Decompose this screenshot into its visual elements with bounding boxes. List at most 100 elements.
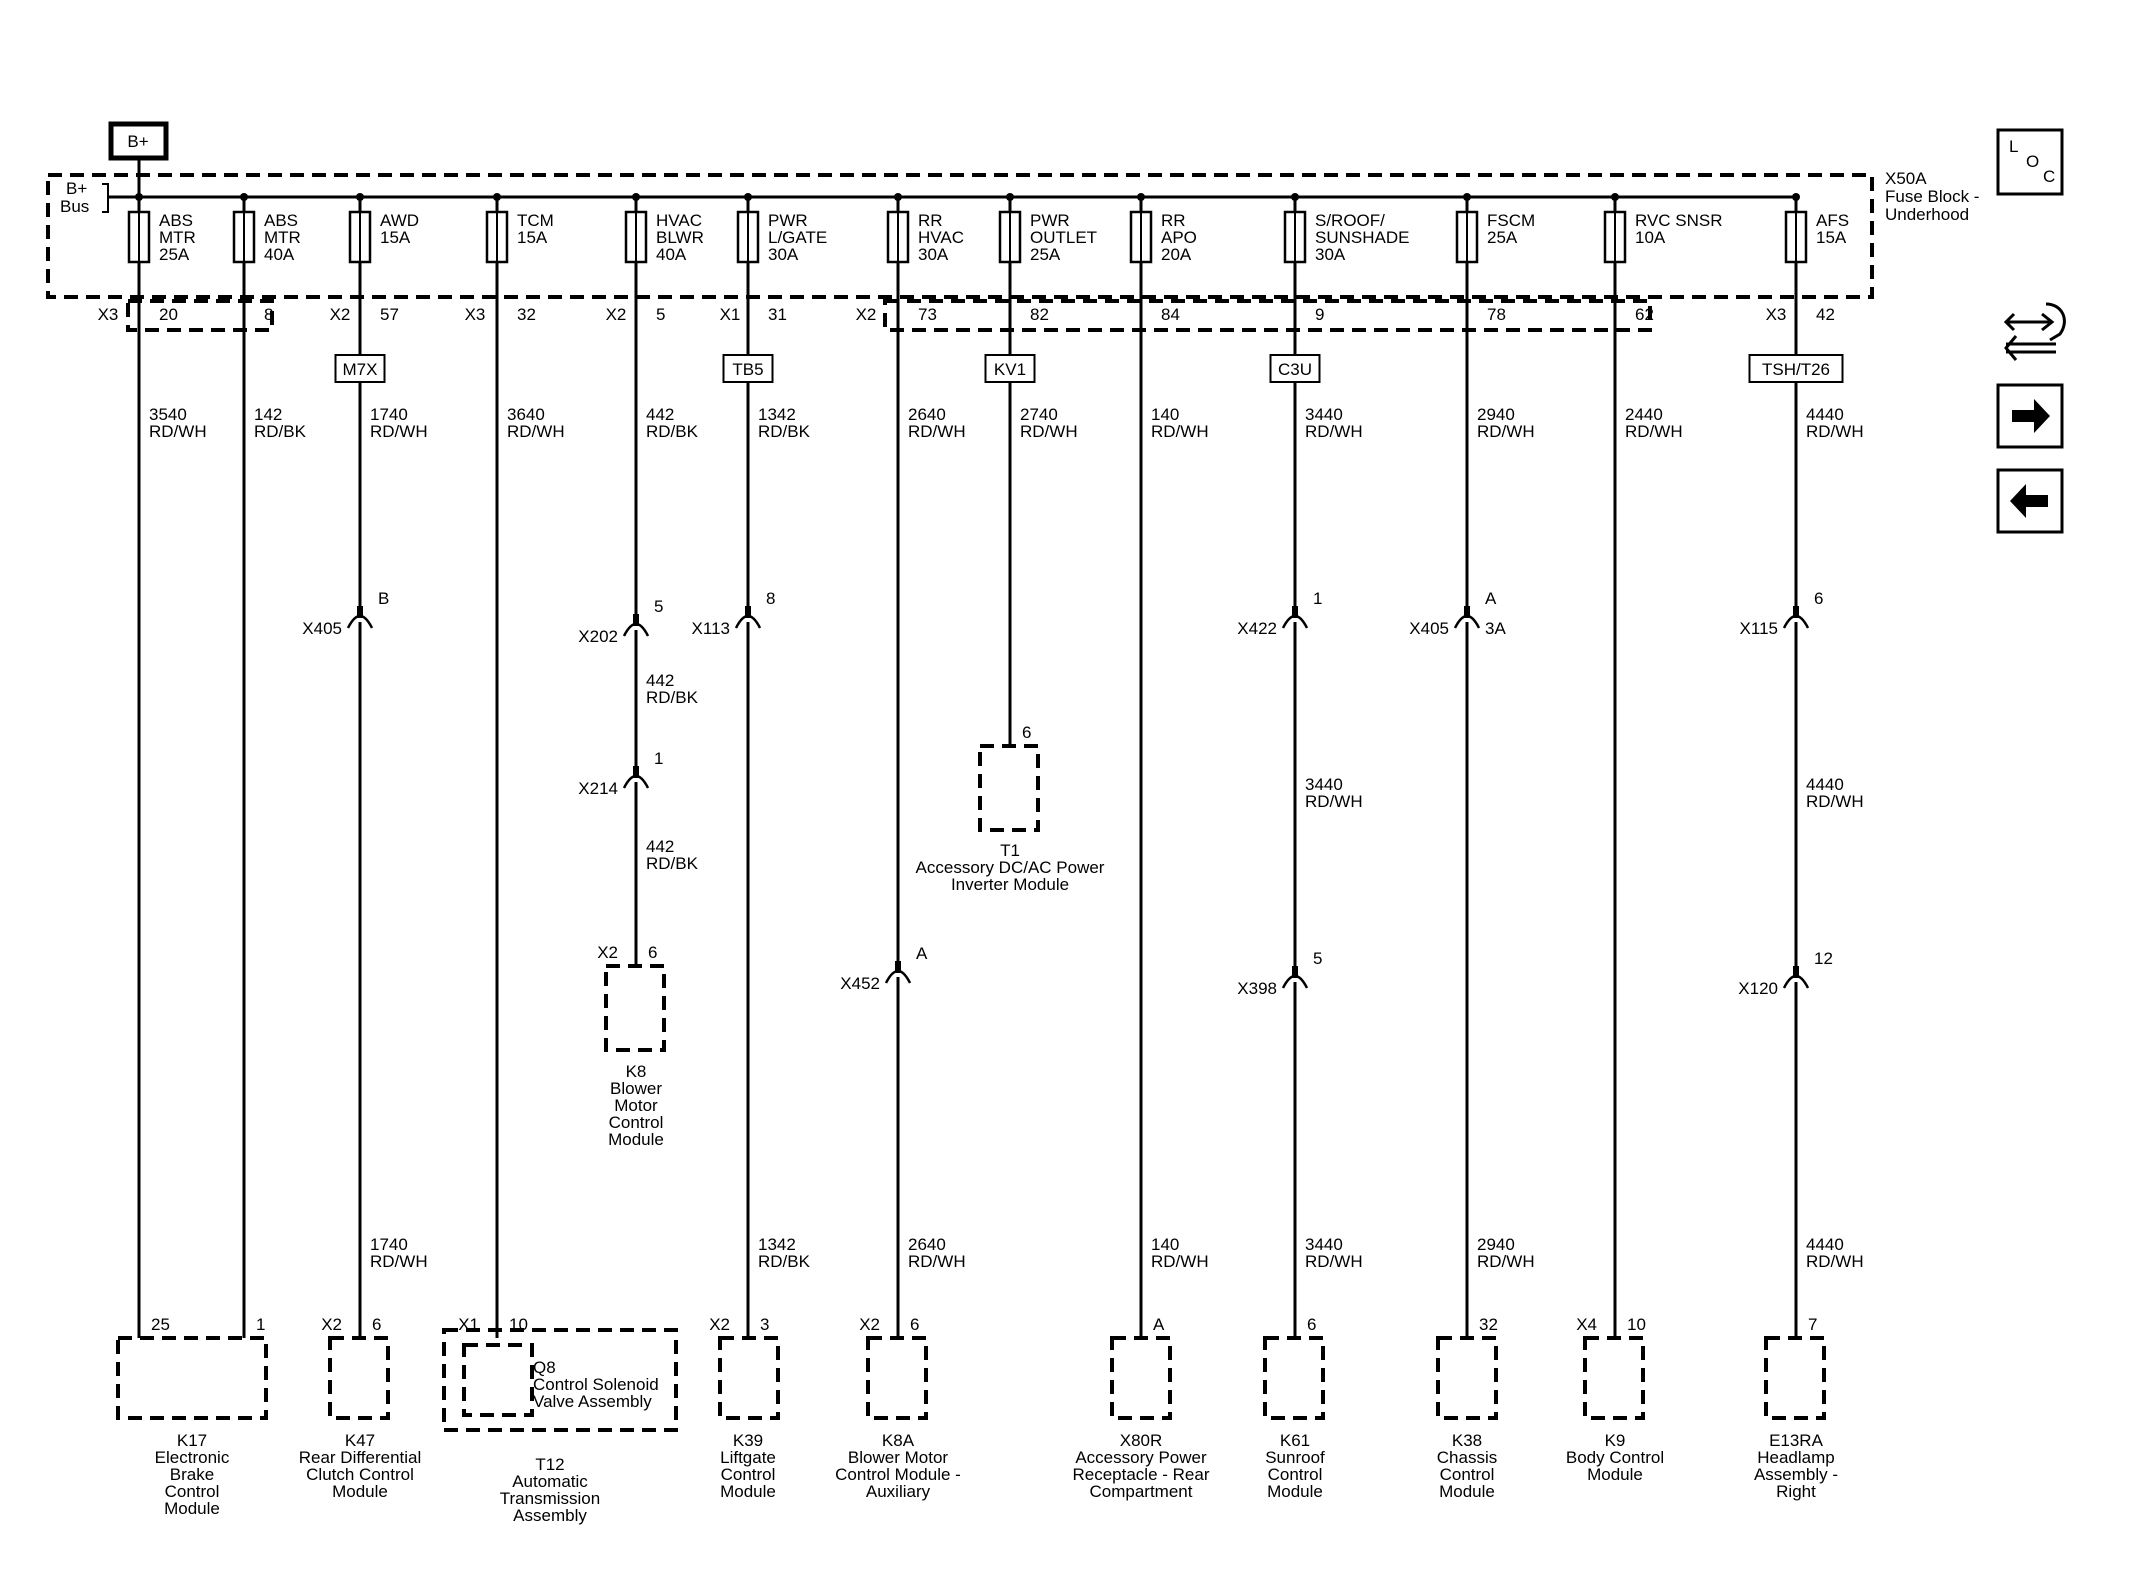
wire-label: RD/BK (254, 422, 307, 441)
bus-label-line1: B+ (66, 179, 87, 198)
fuse-label: ABS (159, 211, 193, 230)
wire-label: RD/BK (758, 422, 811, 441)
header-x3-frame (126, 299, 274, 332)
module-name: Headlamp (1757, 1448, 1835, 1467)
module-e13ra-box (1764, 1336, 1826, 1420)
header-pin: 82 (1030, 305, 1049, 324)
inline-connector-id: X398 (1237, 979, 1277, 998)
header-pin: 5 (656, 305, 665, 324)
header-pin: 78 (1487, 305, 1506, 324)
module-pin: A (1153, 1315, 1165, 1334)
module-k9-box (1583, 1336, 1645, 1420)
loc-button[interactable]: L O C (1996, 128, 2064, 196)
circuit: PWRL/GATE30A31TB5X11381342RD/BK1342RD/BK… (692, 193, 827, 1338)
wire-label: 4440 (1806, 775, 1844, 794)
module-connector-id: X2 (597, 943, 618, 962)
splice-tag-box (1269, 354, 1321, 383)
splice-tag: KV1 (994, 360, 1026, 379)
fuse-label: 30A (918, 245, 949, 264)
wire-label: 2640 (908, 1235, 946, 1254)
wire-label: RD/WH (1305, 792, 1363, 811)
wire-label: 442 (646, 405, 674, 424)
inline-connector-pin: B (378, 589, 389, 608)
fuse-label: FSCM (1487, 211, 1535, 230)
inline-connector-pin: 5 (654, 597, 663, 616)
fuse-label: 10A (1635, 228, 1666, 247)
inline-connector-pin: 3A (1485, 619, 1506, 638)
arrow-left-icon (2010, 484, 2048, 518)
module-name: Chassis (1437, 1448, 1497, 1467)
wire-label: RD/WH (908, 422, 966, 441)
wire-label: 1342 (758, 1235, 796, 1254)
bus-label-line2: Bus (60, 197, 89, 216)
module-name: Receptacle - Rear (1072, 1465, 1209, 1484)
circuit: AFS15A42TSH/T26X1156X120124440RD/WH4440R… (1738, 193, 1864, 1338)
fuse-block-name-line2: Underhood (1885, 205, 1969, 224)
fuse-label: RR (918, 211, 943, 230)
inline-connector-id: X214 (578, 779, 618, 798)
module-name: Control (721, 1465, 776, 1484)
wire-label: 2740 (1020, 405, 1058, 424)
back-button[interactable] (1996, 468, 2064, 534)
wire-label: 4440 (1806, 405, 1844, 424)
wire-label: 2440 (1625, 405, 1663, 424)
module-k61-box (1263, 1336, 1325, 1420)
module-name: E13RA (1769, 1431, 1824, 1450)
module-name: X80R (1120, 1431, 1163, 1450)
module-name: Module (332, 1482, 388, 1501)
wire-label: 140 (1151, 1235, 1179, 1254)
module-name: Control (609, 1113, 664, 1132)
module-pin: 10 (1627, 1315, 1646, 1334)
fuse-label: L/GATE (768, 228, 827, 247)
b-plus-label: B+ (127, 132, 148, 151)
wire-label: RD/BK (646, 422, 699, 441)
fuse-label: 30A (1315, 245, 1346, 264)
module-k39-box (718, 1336, 780, 1420)
forward-button[interactable] (1996, 383, 2064, 449)
splice-tag-box (984, 354, 1036, 383)
wire-label: 442 (646, 837, 674, 856)
module-name: Module (608, 1130, 664, 1149)
module-name: Body Control (1566, 1448, 1664, 1467)
fuse-block-outline (46, 173, 1874, 299)
wire-label: 140 (1151, 405, 1179, 424)
circuit: S/ROOF/SUNSHADE30A9C3UX4221X39853440RD/W… (1237, 193, 1409, 1338)
inline-connector: X214 1 (578, 749, 663, 798)
module-pin: 6 (910, 1315, 919, 1334)
module-name: Auxiliary (866, 1482, 931, 1501)
inline-connector-pin: 1 (1313, 589, 1322, 608)
inline-connector-id: X452 (840, 974, 880, 993)
wire-label: RD/WH (1305, 422, 1363, 441)
inline-connector: X202 5 (578, 597, 663, 646)
module-name: Accessory Power (1075, 1448, 1207, 1467)
sub-component-name: Control Solenoid (533, 1375, 659, 1394)
module-name: Inverter Module (951, 875, 1069, 894)
wire-label: RD/WH (1151, 1252, 1209, 1271)
module-name: K47 (345, 1431, 375, 1450)
fuse-label: S/ROOF/ (1315, 211, 1385, 230)
inline-connector-pin: 12 (1814, 949, 1833, 968)
module-name: Assembly (513, 1506, 587, 1525)
inline-connector-id: X113 (692, 619, 730, 638)
module-t12-box (442, 1328, 678, 1432)
module-k8a-box (866, 1336, 928, 1420)
inline-connector-pin: 1 (654, 749, 663, 768)
wire-label: RD/WH (507, 422, 565, 441)
wire-label: RD/BK (758, 1252, 811, 1271)
inline-connector-id: X202 (578, 627, 618, 646)
splice-tag: M7X (343, 360, 378, 379)
wire-label: RD/WH (1151, 422, 1209, 441)
wire-label: 2940 (1477, 1235, 1515, 1254)
tools-icon[interactable] (2003, 302, 2066, 361)
module-k17-box (116, 1336, 268, 1420)
wire-label: 4440 (1806, 1235, 1844, 1254)
arrow-right-icon (2012, 399, 2050, 433)
fuse-label: 25A (1030, 245, 1061, 264)
wire-label: RD/WH (1477, 1252, 1535, 1271)
